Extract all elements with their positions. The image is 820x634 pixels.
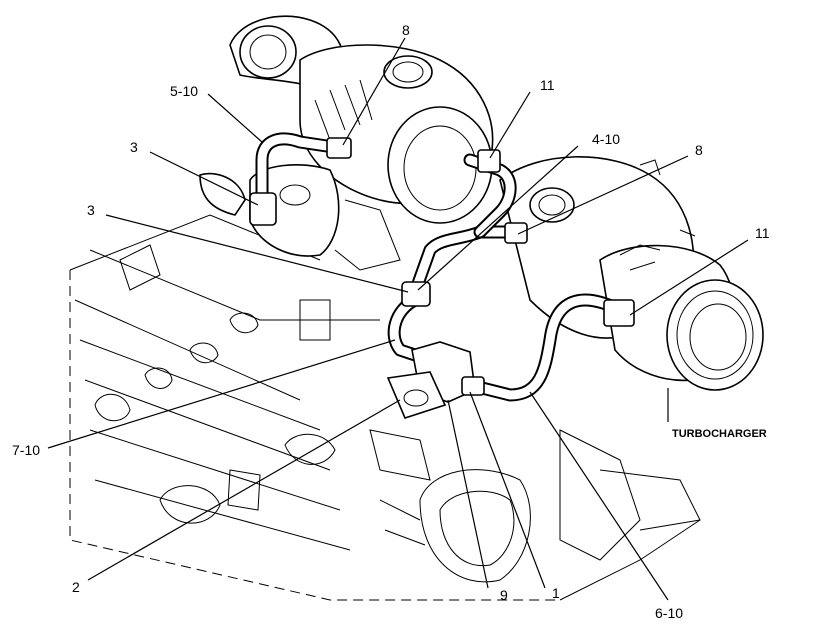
callout-6-10: 6-10 bbox=[655, 605, 683, 621]
callout-8-top: 8 bbox=[402, 22, 410, 38]
callout-2: 2 bbox=[72, 579, 80, 595]
callout-11-right: 11 bbox=[755, 225, 770, 241]
turbocharger-label: TURBOCHARGER bbox=[672, 428, 767, 440]
callout-labels: 8 11 5-10 3 4-10 8 3 11 7-10 2 9 1 6-10 … bbox=[12, 22, 770, 621]
callout-7-10: 7-10 bbox=[12, 442, 40, 458]
callout-1: 1 bbox=[552, 585, 560, 601]
callout-4-10: 4-10 bbox=[592, 131, 620, 147]
callout-11-top: 11 bbox=[540, 77, 555, 93]
callout-8-right: 8 bbox=[695, 142, 703, 158]
fittings bbox=[249, 137, 635, 419]
callout-5-10: 5-10 bbox=[170, 83, 198, 99]
front-turbocharger bbox=[499, 156, 764, 391]
callout-9: 9 bbox=[500, 587, 508, 603]
callout-3-lower: 3 bbox=[87, 202, 95, 218]
engine-block bbox=[69, 214, 701, 601]
callout-3-upper: 3 bbox=[130, 139, 138, 155]
leader-lines bbox=[47, 37, 749, 601]
rear-turbocharger bbox=[199, 15, 494, 271]
